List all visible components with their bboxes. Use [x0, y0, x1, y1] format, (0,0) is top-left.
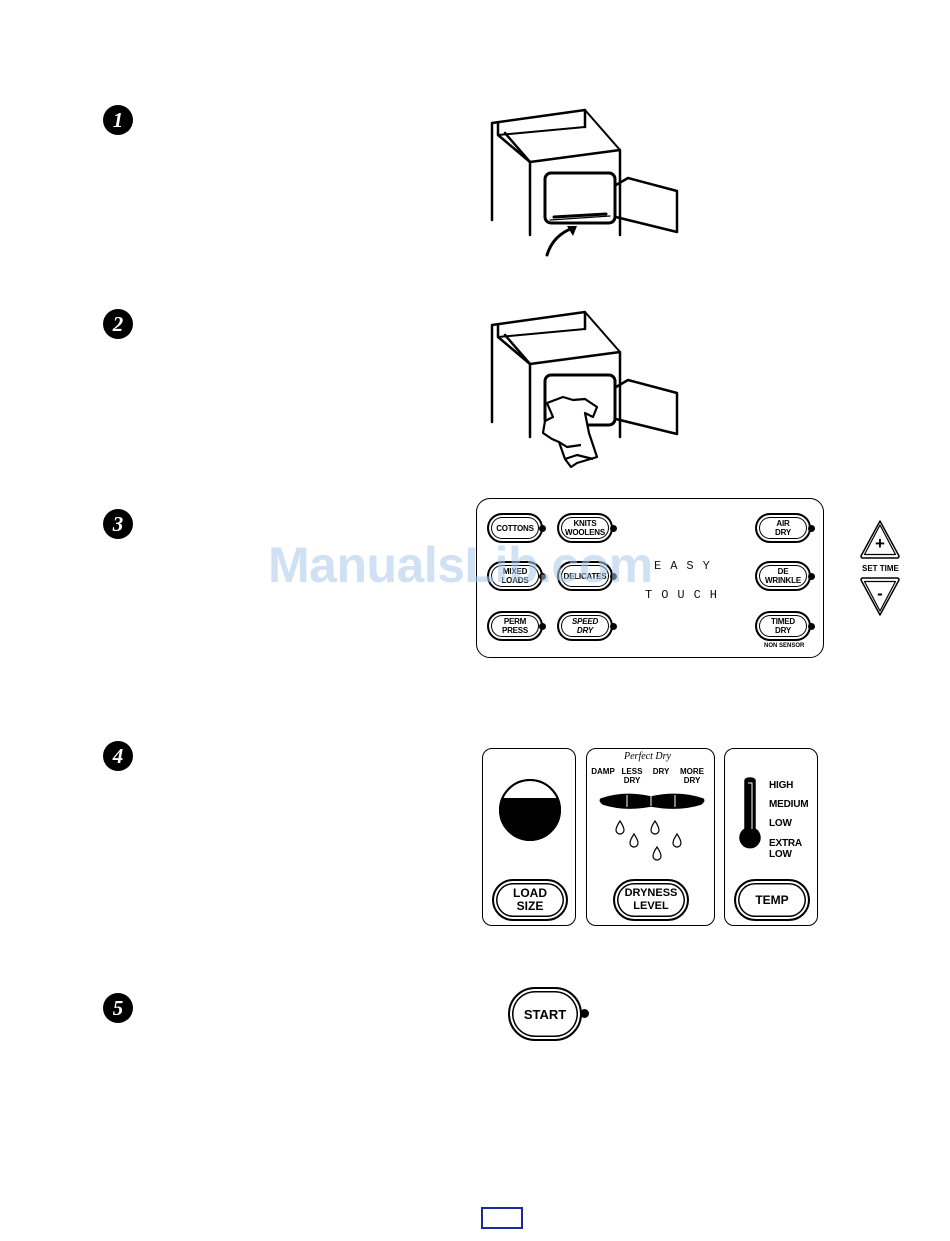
touch-label: TOUCH [645, 588, 726, 602]
timed-dry-indicator-light [808, 623, 815, 630]
thermometer-icon [737, 777, 763, 851]
load-level-circle-icon [498, 778, 562, 842]
dryer-loading-clothes-icon [485, 307, 685, 472]
knits-woolens-indicator-light [610, 525, 617, 532]
de-wrinkle-button[interactable]: DE WRINKLE [755, 561, 811, 591]
air-dry-indicator-light [808, 525, 815, 532]
dryness-level-panel: Perfect Dry DAMP LESS DRY DRY MORE DRY D… [586, 748, 715, 926]
temp-label: TEMP [755, 894, 788, 907]
de-label: DE [778, 567, 789, 576]
air-dry-button[interactable]: AIR DRY [755, 513, 811, 543]
cottons-label: COTTONS [496, 524, 534, 533]
dry-text: DRY [653, 767, 670, 776]
speed-label: SPEED [572, 617, 598, 626]
set-time-minus-button[interactable]: - [858, 576, 902, 618]
timed-dry-label: DRY [775, 626, 791, 635]
temp-extra-low-label: EXTRA LOW [769, 838, 802, 860]
step-number-1: 1 [103, 105, 133, 135]
temperature-panel: HIGH MEDIUM LOW EXTRA LOW TEMP [724, 748, 818, 926]
dryness-level-button[interactable]: DRYNESS LEVEL [613, 879, 689, 921]
de-wrinkle-indicator-light [808, 573, 815, 580]
non-sensor-label: NON SENSOR [764, 643, 804, 649]
step-number-5: 5 [103, 993, 133, 1023]
air-dry-label: DRY [775, 528, 791, 537]
damp-text: DAMP [591, 767, 615, 776]
dryness-indicator-bar [597, 789, 707, 813]
speed-dry-button[interactable]: SPEED DRY [557, 611, 613, 641]
dry-level-label: DRY [648, 767, 674, 776]
set-time-label: SET TIME [862, 564, 899, 573]
easy-label: EASY [654, 559, 719, 573]
load-size-button[interactable]: LOAD SIZE [492, 879, 568, 921]
less-dry-text: DRY [624, 776, 641, 785]
page-number-box [481, 1207, 523, 1229]
perm-label: PERM [504, 617, 526, 626]
extra-low-text: LOW [769, 849, 792, 860]
size-label: SIZE [517, 900, 544, 913]
temp-medium-label: MEDIUM [769, 799, 808, 810]
perm-press-indicator-light [539, 623, 546, 630]
press-label: PRESS [502, 626, 528, 635]
temp-button[interactable]: TEMP [734, 879, 810, 921]
dryness-label: DRYNESS [625, 887, 678, 900]
temp-high-label: HIGH [769, 780, 793, 791]
timed-label: TIMED [771, 617, 795, 626]
level-label: LEVEL [633, 900, 668, 913]
cottons-indicator-light [539, 525, 546, 532]
more-text: MORE [680, 767, 704, 776]
step-number-2: 2 [103, 309, 133, 339]
minus-symbol: - [877, 584, 883, 603]
watermark: ManualsLib.com [268, 536, 653, 594]
water-drop-icon [615, 819, 689, 867]
perm-press-button[interactable]: PERM PRESS [487, 611, 543, 641]
start-label: START [524, 1008, 566, 1021]
more-dry-text: DRY [684, 776, 701, 785]
step-number-3: 3 [103, 509, 133, 539]
perfect-dry-title: Perfect Dry [624, 751, 671, 762]
timed-dry-button[interactable]: TIMED DRY [755, 611, 811, 641]
dryer-door-open-icon [485, 105, 685, 260]
knits-label: KNITS [573, 519, 596, 528]
damp-label: DAMP [590, 767, 616, 776]
less-text: LESS [622, 767, 643, 776]
start-button[interactable]: START [508, 987, 582, 1041]
air-label: AIR [776, 519, 789, 528]
speed-dry-indicator-light [610, 623, 617, 630]
less-dry-label: LESS DRY [619, 767, 645, 785]
step-number-4: 4 [103, 741, 133, 771]
dry-label: DRY [577, 626, 593, 635]
wrinkle-label: WRINKLE [765, 576, 801, 585]
temp-low-label: LOW [769, 818, 792, 829]
set-time-plus-button[interactable]: + [858, 518, 902, 560]
more-dry-label: MORE DRY [677, 767, 707, 785]
load-size-panel: LOAD SIZE [482, 748, 576, 926]
extra-text: EXTRA [769, 838, 802, 849]
plus-symbol: + [875, 534, 885, 553]
start-indicator-light [580, 1009, 589, 1018]
